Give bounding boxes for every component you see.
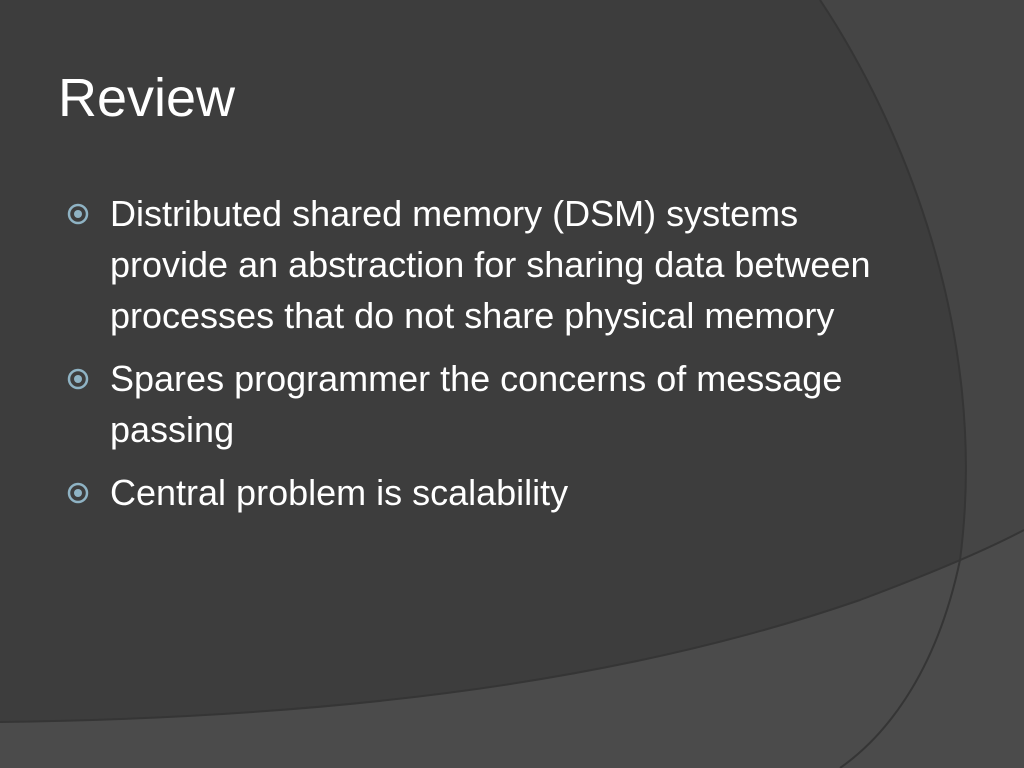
circle-dot-icon (67, 203, 89, 225)
bullet-item: Spares programmer the concerns of messag… (66, 353, 886, 455)
bullet-text: Spares programmer the concerns of messag… (110, 358, 843, 450)
bullet-list: Distributed shared memory (DSM) systems … (66, 188, 886, 530)
bullet-text: Distributed shared memory (DSM) systems … (110, 193, 871, 336)
circle-dot-icon (67, 368, 89, 390)
bullet-item: Distributed shared memory (DSM) systems … (66, 188, 886, 341)
bullet-text: Central problem is scalability (110, 472, 569, 513)
circle-dot-icon (67, 482, 89, 504)
slide-title: Review (58, 68, 236, 128)
bullet-item: Central problem is scalability (66, 467, 886, 518)
